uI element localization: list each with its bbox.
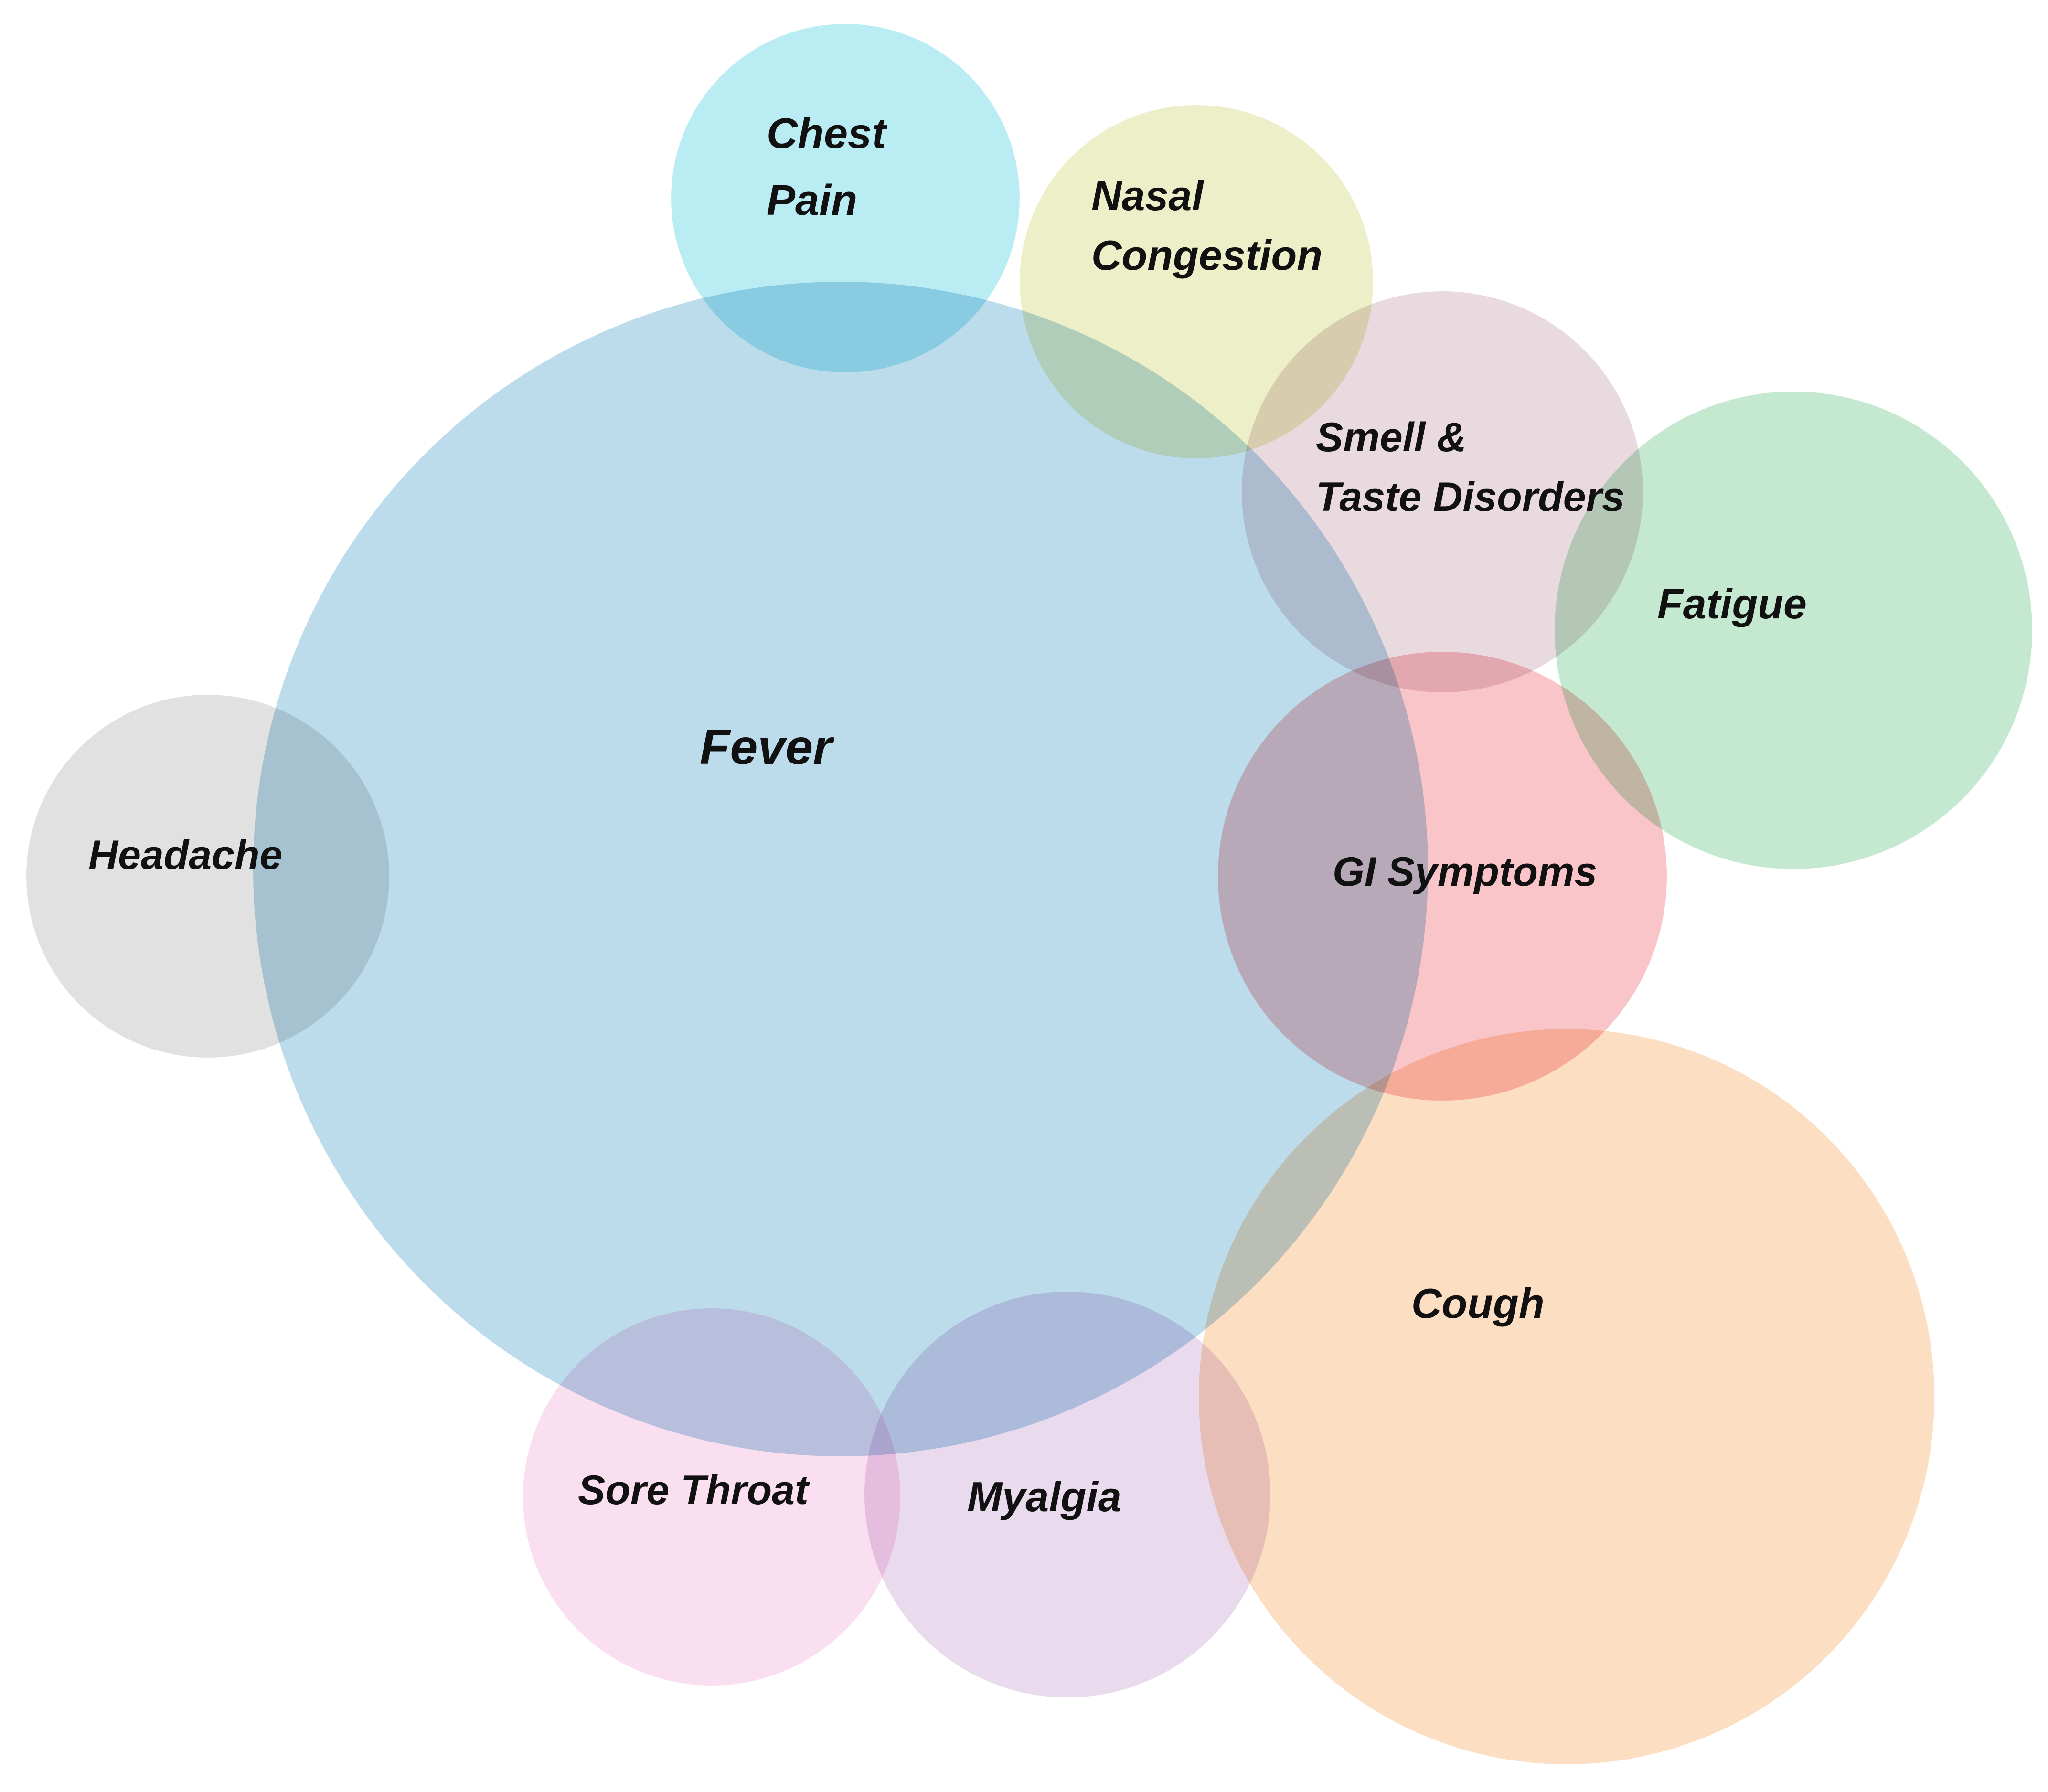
- headache-label-line: Headache: [88, 832, 282, 878]
- gi-symptoms-label: GI Symptoms: [1333, 849, 1597, 895]
- nasal-congestion-label-line: Nasal: [1091, 172, 1204, 219]
- fever-label: Fever: [700, 720, 835, 775]
- fatigue-label-line: Fatigue: [1657, 580, 1807, 627]
- fatigue-label: Fatigue: [1657, 580, 1807, 627]
- smell-taste-label-line: Taste Disorders: [1316, 474, 1625, 520]
- sore-throat-label-line: Sore Throat: [578, 1467, 810, 1513]
- smell-taste-circle: [1242, 291, 1643, 692]
- cough-label: Cough: [1411, 1280, 1545, 1327]
- sore-throat-circle: [523, 1308, 900, 1686]
- gi-symptoms-label-line: GI Symptoms: [1333, 849, 1597, 895]
- bubble-layer: [26, 24, 2032, 1764]
- chest-pain-label-line: Chest: [767, 110, 888, 158]
- myalgia-label-line: Myalgia: [967, 1473, 1121, 1520]
- chest-pain-label-line: Pain: [767, 177, 857, 224]
- nasal-congestion-label-line: Congestion: [1091, 232, 1323, 279]
- chest-pain-circle: [671, 24, 1020, 372]
- cough-circle: [1199, 1029, 1934, 1764]
- myalgia-label: Myalgia: [967, 1473, 1121, 1520]
- headache-label: Headache: [88, 832, 282, 878]
- headache-circle: [26, 695, 389, 1058]
- fatigue-circle: [1555, 392, 2032, 869]
- smell-taste-label-line: Smell &: [1316, 414, 1466, 460]
- smell-taste-label: Smell & Taste Disorders: [1316, 414, 1625, 520]
- gi-symptoms-circle: [1218, 652, 1667, 1101]
- fever-label-line: Fever: [700, 720, 835, 775]
- sore-throat-label: Sore Throat: [578, 1467, 810, 1513]
- fever-circle: [253, 282, 1428, 1456]
- myalgia-circle: [864, 1292, 1270, 1697]
- cough-label-line: Cough: [1411, 1280, 1545, 1327]
